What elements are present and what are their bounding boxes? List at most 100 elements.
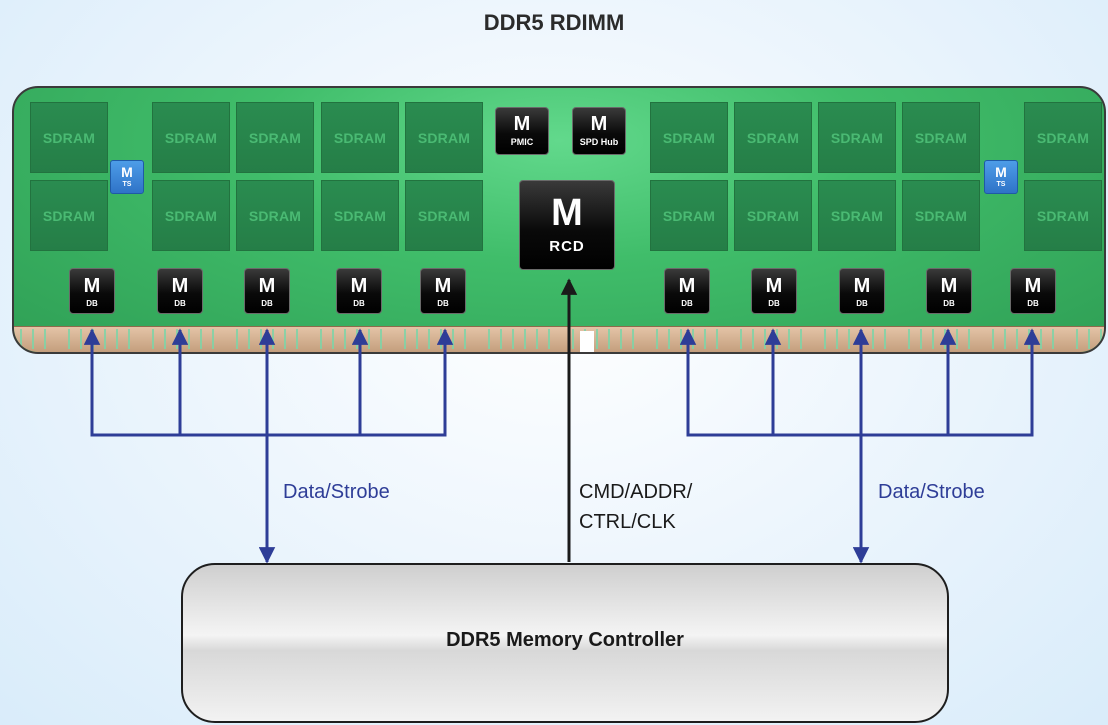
- connector-pin: [572, 329, 574, 349]
- connector-pin: [1004, 329, 1006, 349]
- data-strobe-label-left: Data/Strobe: [283, 481, 390, 503]
- db-label: DB: [437, 299, 449, 308]
- connector-pin: [152, 329, 154, 349]
- connector-pin: [68, 329, 70, 349]
- connector-pin: [284, 329, 286, 349]
- db-label: DB: [681, 299, 693, 308]
- data-buffer-chip: M DB: [664, 268, 710, 314]
- connector-pin: [464, 329, 466, 349]
- connector-pin: [932, 329, 934, 349]
- connector-pin: [80, 329, 82, 349]
- connector-pin: [596, 329, 598, 349]
- connector-pin: [800, 329, 802, 349]
- sdram-chip: SDRAM: [321, 180, 399, 251]
- chip-logo-icon: M: [513, 113, 531, 135]
- sdram-chip: SDRAM: [650, 180, 728, 251]
- sdram-chip: SDRAM: [818, 102, 896, 173]
- chip-logo-icon: M: [940, 275, 958, 297]
- sdram-chip: SDRAM: [30, 102, 108, 173]
- connector-pin: [668, 329, 670, 349]
- connector-pin: [1076, 329, 1078, 349]
- chip-logo-icon: M: [1024, 275, 1042, 297]
- sdram-chip: SDRAM: [405, 180, 483, 251]
- connector-pin: [608, 329, 610, 349]
- db-label: DB: [1027, 299, 1039, 308]
- chip-logo-icon: M: [83, 275, 101, 297]
- chip-logo-icon: M: [678, 275, 696, 297]
- connector-pin: [548, 329, 550, 349]
- diagram-title: DDR5 RDIMM: [483, 10, 625, 35]
- connector-pin: [1088, 329, 1090, 349]
- connector-pin: [740, 329, 742, 349]
- connector-pin: [44, 329, 46, 349]
- connector-pin: [320, 329, 322, 349]
- connector-pin: [32, 329, 34, 349]
- chip-logo-icon: M: [551, 192, 583, 234]
- sdram-chip: SDRAM: [321, 102, 399, 173]
- connector-pin: [872, 329, 874, 349]
- pmic-label: PMIC: [510, 137, 534, 147]
- cmd-addr-label-line1: CMD/ADDR/: [579, 481, 693, 503]
- connector-pin: [212, 329, 214, 349]
- connector-pin: [248, 329, 250, 349]
- sdram-chip: SDRAM: [152, 180, 230, 251]
- connector-pin: [536, 329, 538, 349]
- connector-pin: [632, 329, 634, 349]
- sdram-chip: SDRAM: [236, 180, 314, 251]
- temp-sensor-right: M TS: [984, 160, 1018, 194]
- db-label: DB: [943, 299, 955, 308]
- chip-logo-icon: M: [995, 164, 1007, 180]
- connector-pin: [1052, 329, 1054, 349]
- chip-logo-icon: M: [171, 275, 189, 297]
- sdram-chip: SDRAM: [236, 102, 314, 173]
- connector-pin: [620, 329, 622, 349]
- data-buffer-chip: M DB: [926, 268, 972, 314]
- pmic-chip: M PMIC: [495, 107, 549, 155]
- memory-controller: DDR5 Memory Controller: [181, 563, 949, 723]
- sdram-chip: SDRAM: [818, 180, 896, 251]
- connector-pin: [1100, 329, 1102, 349]
- connector-pin: [488, 329, 490, 349]
- connector-pin: [116, 329, 118, 349]
- rdimm-module: SDRAM SDRAM SDRAM SDRAM SDRAM SDRAM SDRA…: [12, 86, 1106, 354]
- cmd-addr-label-line2: CTRL/CLK: [579, 511, 676, 533]
- connector-pin: [512, 329, 514, 349]
- connector-pin: [368, 329, 370, 349]
- connector-pin: [236, 329, 238, 349]
- connector-pin: [884, 329, 886, 349]
- spd-hub-label: SPD Hub: [579, 137, 619, 147]
- connector-pin: [416, 329, 418, 349]
- sdram-chip: SDRAM: [152, 102, 230, 173]
- connector-pin: [848, 329, 850, 349]
- connector-pin: [104, 329, 106, 349]
- chip-logo-icon: M: [350, 275, 368, 297]
- connector-pin: [188, 329, 190, 349]
- connector-pin: [344, 329, 346, 349]
- connector-pin: [380, 329, 382, 349]
- cmd-addr-label: CMD/ADDR/ CTRL/CLK: [579, 477, 692, 537]
- connector-pin: [128, 329, 130, 349]
- sdram-chip: SDRAM: [1024, 180, 1102, 251]
- data-strobe-label-right: Data/Strobe: [878, 481, 985, 503]
- db-label: DB: [86, 299, 98, 308]
- connector-pin: [824, 329, 826, 349]
- connector-pin: [968, 329, 970, 349]
- rcd-chip: M RCD: [519, 180, 615, 270]
- db-label: DB: [768, 299, 780, 308]
- sdram-chip: SDRAM: [902, 180, 980, 251]
- db-label: DB: [353, 299, 365, 308]
- chip-logo-icon: M: [590, 113, 608, 135]
- sdram-chip: SDRAM: [734, 102, 812, 173]
- connector-pin: [332, 329, 334, 349]
- connector-pin: [788, 329, 790, 349]
- data-buffer-chip: M DB: [1010, 268, 1056, 314]
- ts-label: TS: [996, 181, 1006, 188]
- connector-pin: [524, 329, 526, 349]
- data-buffer-chip: M DB: [69, 268, 115, 314]
- chip-logo-icon: M: [853, 275, 871, 297]
